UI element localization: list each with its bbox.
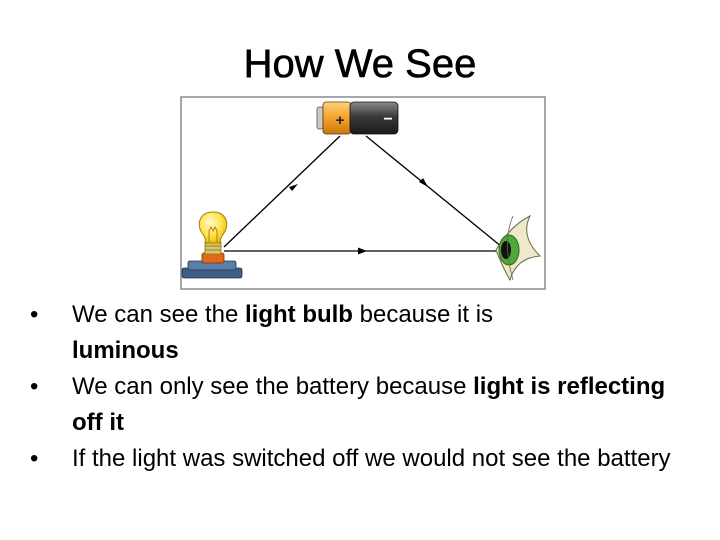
battery-minus-label: − (383, 111, 392, 128)
bullet-3-text: If the light was switched off we would n… (72, 445, 671, 472)
bullet-item-3: • If the light was switched off we would … (30, 441, 700, 477)
battery-plus-label: + (336, 112, 345, 129)
light-bulb (181, 211, 243, 279)
arrowhead-bulb-to-battery (289, 184, 298, 191)
bullet-marker: • (30, 445, 39, 472)
bullet-item-1: • We can see the light bulb because it is… (30, 297, 700, 369)
eye (495, 214, 542, 282)
ray-bulb-to-battery (223, 135, 341, 248)
how-we-see-diagram: + − (180, 96, 546, 290)
bullet-item-2: • We can only see the battery because lig… (30, 369, 700, 441)
ray-arrowheads (289, 178, 428, 255)
arrowhead-bulb-to-eye (358, 247, 367, 255)
bullet-2-text: We can only see the battery because (72, 373, 474, 400)
page-title: How We See (243, 42, 477, 87)
bullet-1-text-b: because it is (352, 301, 494, 328)
battery: + − (316, 101, 399, 135)
bullet-2-bold: light is reflecting off it (72, 373, 666, 436)
bullet-marker: • (30, 301, 39, 328)
bullet-list: • We can see the light bulb because it is… (30, 297, 700, 477)
arrowhead-battery-to-eye (419, 178, 428, 187)
bullet-1-bold-b: luminous (72, 337, 179, 364)
bullet-1-text-a: We can see the (72, 301, 245, 328)
bullet-1-bold-a: light bulb (245, 301, 353, 328)
ray-battery-to-eye (365, 135, 503, 248)
bullet-marker: • (30, 373, 39, 400)
